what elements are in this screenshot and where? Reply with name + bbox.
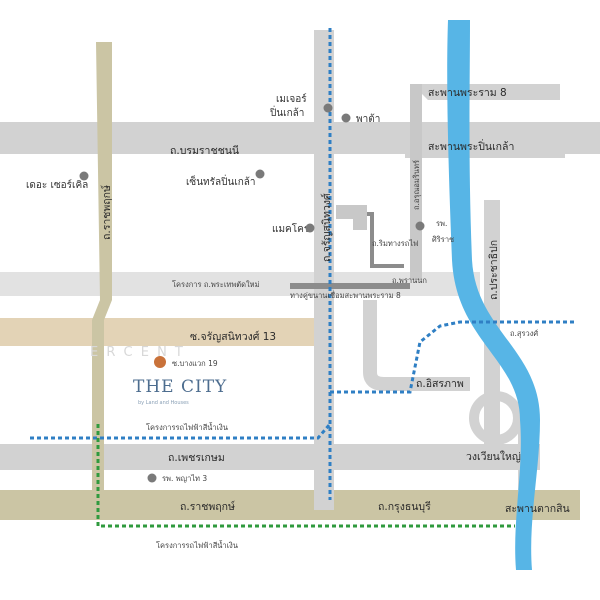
- label-blue-line-project: โครงการรถไฟฟ้าสีน้ำเงิน: [146, 422, 228, 432]
- label-green-line-project: โครงการรถไฟฟ้าสีน้ำเงิน: [156, 540, 238, 550]
- label-pata: พาต้า: [356, 113, 380, 125]
- label-borommaratchachonnani: ถ.บรมราชชนนี: [170, 144, 239, 157]
- road-ratchaphruek-bottom: [0, 490, 580, 520]
- label-major-2: ปิ่นเกล้า: [269, 105, 304, 119]
- landmark-makro-dot: [305, 223, 315, 233]
- label-phrannok: ถ.พรานนก: [392, 276, 427, 285]
- label-suksawat: ถ.สุรวงศ์: [510, 329, 538, 338]
- road-soi-charan-13: [0, 318, 330, 346]
- label-pracharat: ถ.ประชาธิปก: [488, 240, 500, 300]
- label-soi-charan-13: ซ.จรัญสนิทวงศ์ 13: [190, 330, 276, 343]
- project-location-dot: [154, 356, 166, 368]
- label-ratchaphruek-vertical: ถ.ราชพฤกษ์: [100, 185, 113, 240]
- brand-logo: THE CITY: [133, 377, 227, 397]
- road-phra-pin-klao: [405, 132, 565, 158]
- label-makro: แมคโคร: [272, 222, 310, 235]
- label-central-pinklao: เซ็นทรัลปิ่นเกล้า: [186, 174, 256, 188]
- label-phetkasem: ถ.เพชรเกษม: [168, 452, 225, 464]
- road-ratchaphruek-vertical: [92, 42, 112, 510]
- landmark-major-dot: [323, 103, 333, 113]
- label-soi-bangwaek-19: ซ.บางแวก 19: [172, 359, 218, 368]
- label-itsaraphap: ถ.อิสรภาพ: [416, 378, 464, 390]
- landmark-central-dot: [255, 169, 265, 179]
- label-wongwian-yai: วงเวียนใหญ่: [466, 450, 521, 463]
- landmark-phyathai-dot: [147, 473, 157, 483]
- label-major-1: เมเจอร์: [276, 93, 307, 105]
- landmark-siriraj-dot: [415, 221, 425, 231]
- label-aruna-amarin: ถ.อรุณอมรินทร์: [412, 160, 421, 210]
- label-rimthangrodfai: ถ.ริมทางรถไฟ: [372, 239, 418, 248]
- label-ratchaphruek-bottom: ถ.ราชพฤกษ์: [180, 500, 235, 513]
- road-aruna-amarin: [410, 84, 422, 280]
- chao-phraya-river: [447, 20, 540, 570]
- label-phyathai3: รพ. พญาไท 3: [162, 474, 207, 483]
- label-siriraj-2: ศิริราช: [432, 235, 454, 244]
- label-rama8-link-sub: ทางคู่ขนานเชื่อมสะพานพระราม 8: [290, 290, 401, 300]
- road-gray-connector: [336, 205, 367, 230]
- label-siriraj-1: รพ.: [436, 219, 447, 228]
- green-line: [96, 424, 515, 528]
- brand-tagline: by Land and Houses: [138, 400, 189, 406]
- blue-line-phetkasem: [30, 423, 332, 440]
- label-rama8-link-project: โครงการ ถ.พระเทพตัดใหม่: [172, 280, 260, 289]
- road-itsaraphap: [363, 300, 470, 391]
- label-pinklao-bridge: สะพานพระปิ่นเกล้า: [428, 139, 514, 153]
- blue-line-upper: [330, 320, 575, 394]
- label-charansanitwong-vertical: ถ.จรัญสนิทวงศ์: [320, 193, 333, 262]
- label-taksin-bridge: สะพานตากสิน: [505, 503, 570, 515]
- label-krung-thonburi: ถ.กรุงธนบุรี: [378, 500, 431, 513]
- watermark: E R C E N T: [90, 345, 185, 360]
- label-rama8-bridge: สะพานพระราม 8: [428, 87, 507, 99]
- road-phetkasem: [0, 444, 540, 470]
- landmark-the-circle-dot: [79, 171, 89, 181]
- label-the-circle: เดอะ เซอร์เคิล: [26, 179, 88, 191]
- wongwian-yai-roundabout: [469, 391, 523, 445]
- landmark-pata-dot: [341, 113, 351, 123]
